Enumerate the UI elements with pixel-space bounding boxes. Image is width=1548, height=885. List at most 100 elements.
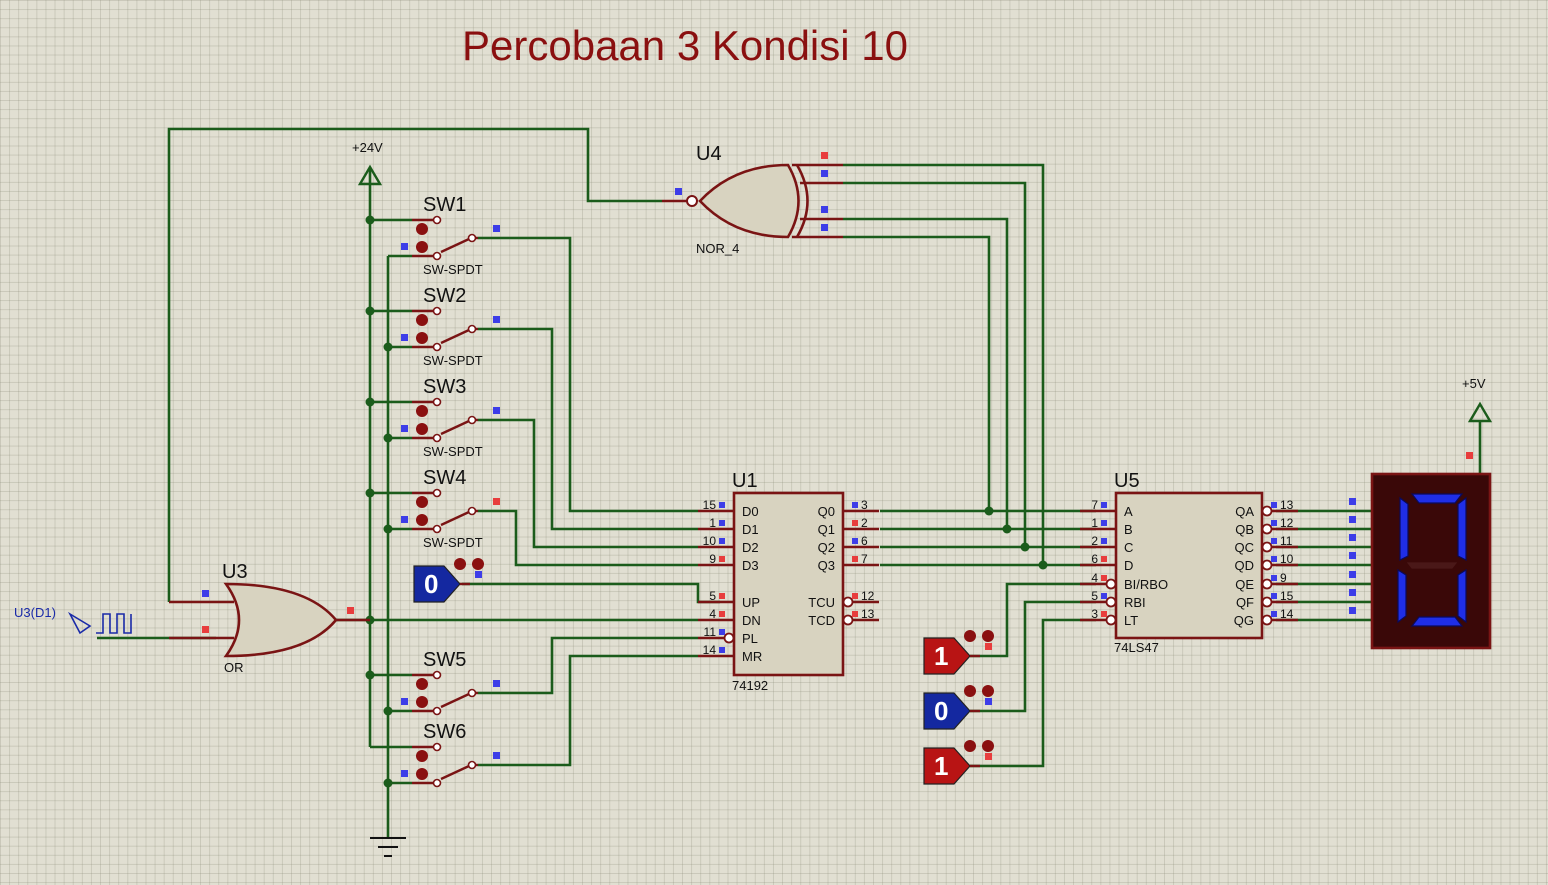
- pin-d0: 15 D0: [698, 498, 759, 519]
- svg-text:B: B: [1124, 522, 1133, 537]
- svg-text:RBI: RBI: [1124, 595, 1146, 610]
- switch-type: SW-SPDT: [423, 262, 483, 277]
- svg-text:9: 9: [1280, 571, 1287, 585]
- logic-state-value: 1: [934, 751, 948, 781]
- pin-qd: 10 QD: [1235, 552, 1298, 573]
- svg-text:QD: QD: [1235, 558, 1255, 573]
- svg-text:Q3: Q3: [818, 558, 835, 573]
- svg-text:3: 3: [1091, 607, 1098, 621]
- svg-text:13: 13: [1280, 498, 1294, 512]
- vcc5-label: +5V: [1462, 376, 1486, 391]
- svg-text:DN: DN: [742, 613, 761, 628]
- switches: SW1SW-SPDTSW2SW-SPDTSW3SW-SPDTSW4SW-SPDT…: [401, 194, 500, 788]
- vcc5-terminal: +5V: [1462, 376, 1493, 423]
- svg-text:15: 15: [1280, 589, 1294, 603]
- svg-text:3: 3: [861, 498, 868, 512]
- switch-ref: SW2: [423, 285, 466, 307]
- svg-text:6: 6: [1091, 552, 1098, 566]
- svg-text:15: 15: [703, 498, 717, 512]
- nor-gate-u4[interactable]: U4 NOR_4: [662, 143, 843, 256]
- u4-ref: U4: [696, 143, 722, 165]
- square-wave-icon: [96, 613, 132, 634]
- logic-state-4[interactable]: 1: [923, 740, 994, 785]
- svg-text:14: 14: [703, 643, 717, 657]
- svg-text:QB: QB: [1235, 522, 1254, 537]
- clock-generator[interactable]: U3(D1): [14, 605, 132, 635]
- pin-qb: 12 QB: [1235, 516, 1298, 537]
- svg-text:TCD: TCD: [808, 613, 835, 628]
- schematic-title: Percobaan 3 Kondisi 10: [462, 22, 908, 69]
- svg-text:2: 2: [1091, 534, 1098, 548]
- u1-type: 74192: [732, 678, 768, 693]
- svg-text:9: 9: [709, 552, 716, 566]
- switch-ref: SW5: [423, 649, 466, 671]
- pin-d2: 10 D2: [698, 534, 759, 555]
- switch-ref: SW1: [423, 194, 466, 216]
- logic-state-value: 1: [934, 641, 948, 671]
- svg-text:10: 10: [703, 534, 717, 548]
- svg-text:13: 13: [861, 607, 875, 621]
- pin-d3: 9 D3: [698, 552, 759, 573]
- pin-q3: 7 Q3: [818, 552, 879, 573]
- svg-text:QA: QA: [1235, 504, 1254, 519]
- svg-text:TCU: TCU: [808, 595, 835, 610]
- wires: [97, 127, 1482, 838]
- logic-states: 0 1 0 1: [413, 558, 994, 785]
- svg-text:D2: D2: [742, 540, 759, 555]
- generator-label: U3(D1): [14, 605, 56, 620]
- vcc24-terminal: +24V: [352, 140, 383, 190]
- logic-state-2[interactable]: 1: [923, 630, 994, 675]
- pin-q2: 6Q2: [818, 534, 879, 555]
- svg-text:10: 10: [1280, 552, 1294, 566]
- svg-text:D1: D1: [742, 522, 759, 537]
- pin-qc: 11 QC: [1235, 534, 1298, 555]
- pin-d1: 1 D1: [698, 516, 759, 537]
- seven-segment-display[interactable]: [1349, 452, 1492, 650]
- u4-type: NOR_4: [696, 241, 739, 256]
- svg-text:2: 2: [861, 516, 868, 530]
- u3-type: OR: [224, 660, 244, 675]
- svg-text:QC: QC: [1235, 540, 1255, 555]
- switch-type: SW-SPDT: [423, 353, 483, 368]
- svg-text:UP: UP: [742, 595, 760, 610]
- svg-text:1: 1: [1091, 516, 1098, 530]
- svg-text:1: 1: [709, 516, 716, 530]
- svg-text:4: 4: [1091, 571, 1098, 585]
- svg-text:D0: D0: [742, 504, 759, 519]
- svg-text:7: 7: [861, 552, 868, 566]
- switch-ref: SW4: [423, 467, 466, 489]
- pin-tcd: 13 TCD: [808, 607, 879, 628]
- pin-qa: 13 QA: [1235, 498, 1298, 519]
- svg-text:4: 4: [709, 607, 716, 621]
- switch-ref: SW3: [423, 376, 466, 398]
- svg-text:C: C: [1124, 540, 1133, 555]
- vcc24-label: +24V: [352, 140, 383, 155]
- svg-text:11: 11: [1280, 534, 1293, 548]
- logic-state-3[interactable]: 0: [923, 685, 994, 730]
- svg-text:14: 14: [1280, 607, 1294, 621]
- u3-ref: U3: [222, 561, 248, 583]
- or-gate-u3[interactable]: U3 OR: [169, 561, 370, 675]
- svg-text:QG: QG: [1234, 613, 1254, 628]
- switch-sw5[interactable]: SW5: [401, 649, 500, 716]
- logic-state-1[interactable]: 0: [413, 558, 484, 603]
- switch-sw6[interactable]: SW6: [401, 721, 500, 788]
- switch-type: SW-SPDT: [423, 444, 483, 459]
- pin-q0: 3Q0: [818, 498, 879, 519]
- svg-text:12: 12: [1280, 516, 1294, 530]
- u5-type: 74LS47: [1114, 640, 1159, 655]
- svg-text:D3: D3: [742, 558, 759, 573]
- display-digit: [1397, 493, 1467, 627]
